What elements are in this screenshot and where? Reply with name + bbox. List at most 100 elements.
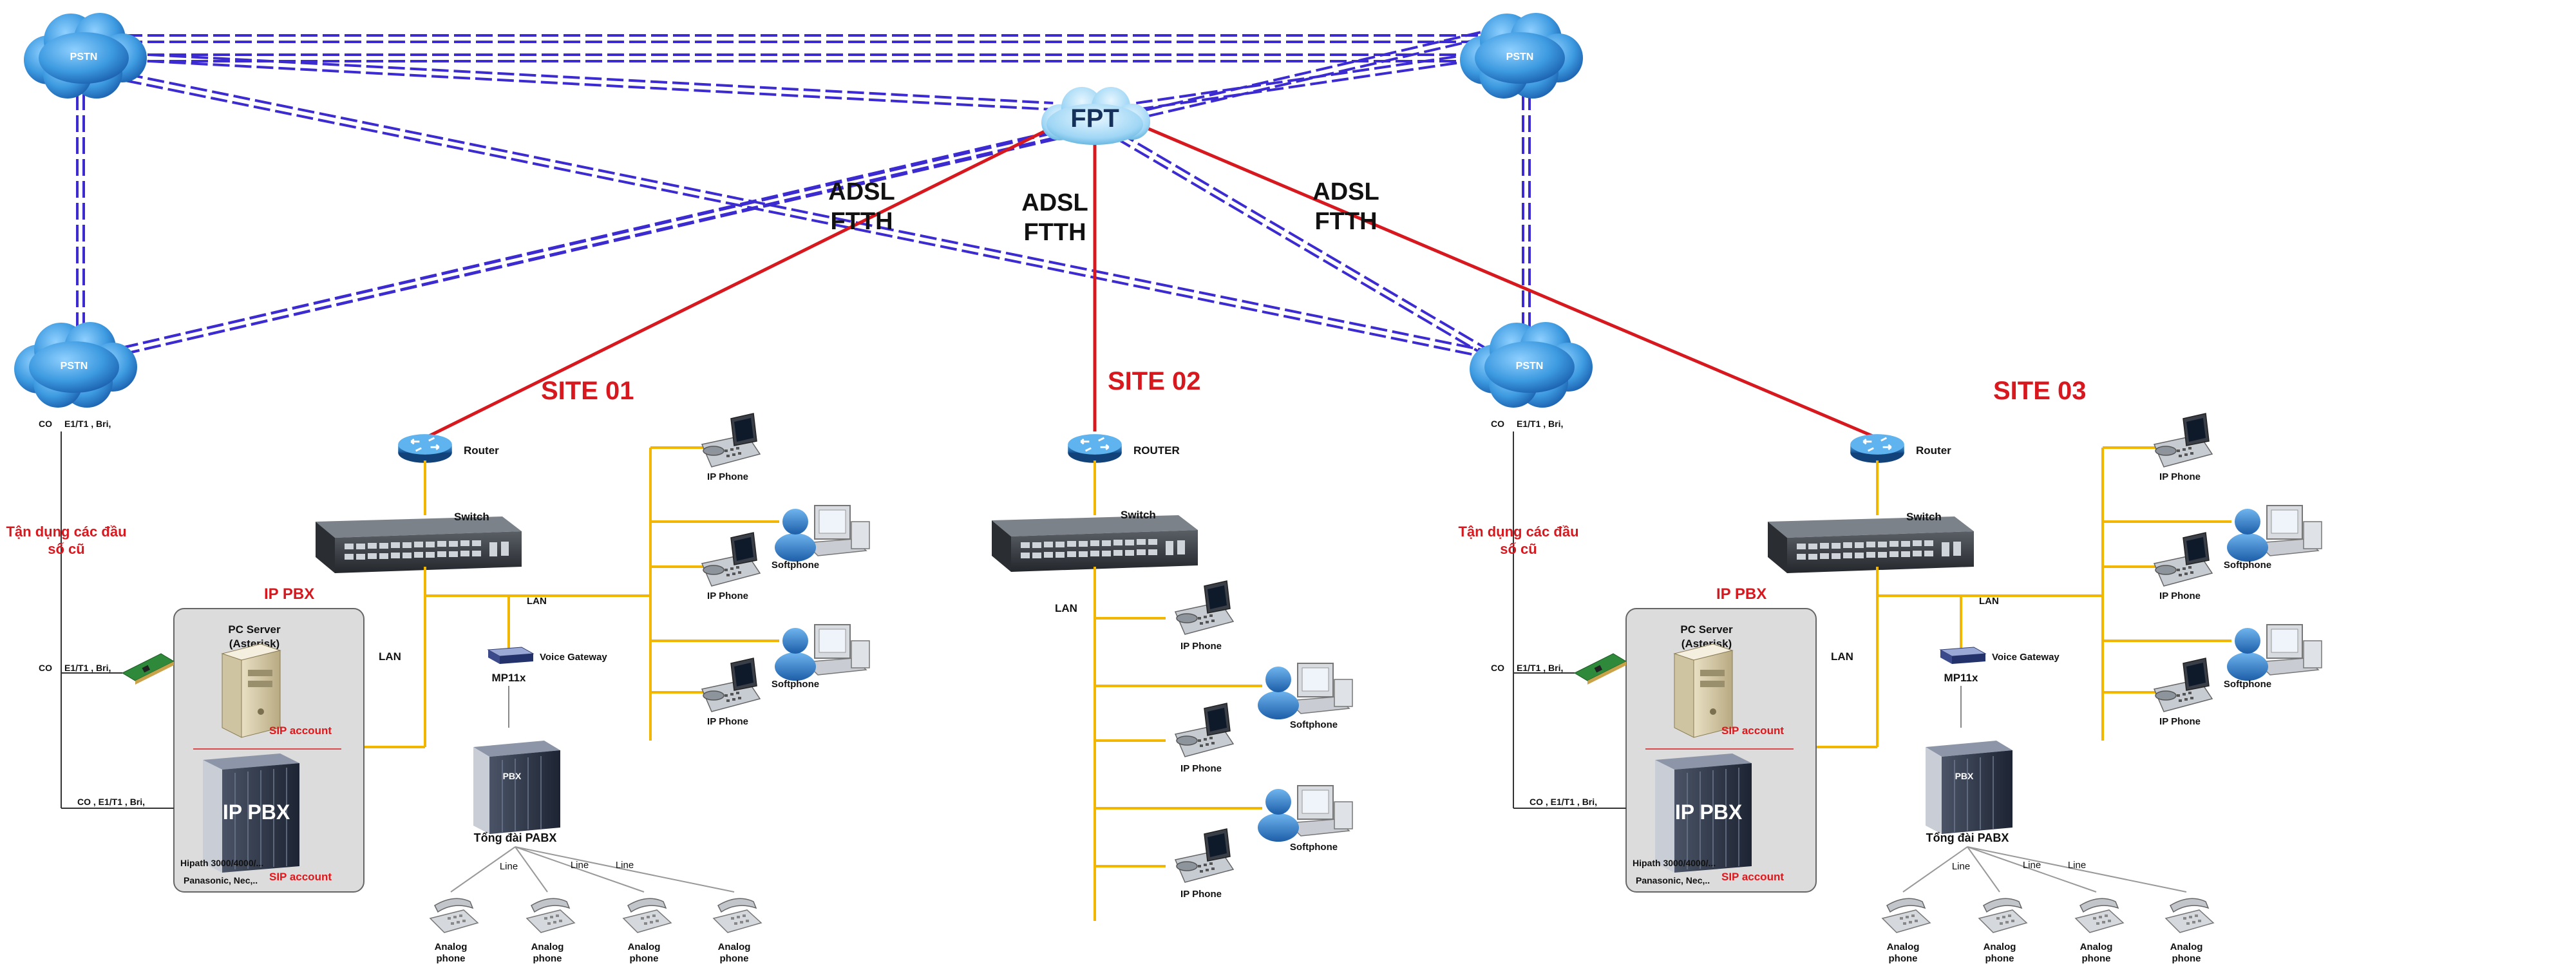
pstn-link-right-vertical (1522, 93, 1531, 328)
wan-label-site1: ADSL FTTH (828, 178, 895, 235)
sip-account-label: SIP account (1721, 724, 1784, 737)
softphone-icon (774, 505, 870, 562)
line-label: Line (2023, 860, 2041, 871)
analog-line (515, 846, 735, 893)
softphone-icon (2226, 505, 2322, 562)
analog-label: phone (2172, 953, 2201, 964)
fpt-cloud: FPT (1041, 87, 1150, 145)
wan-links (424, 120, 1878, 440)
co-label: E1/T1 , Bri, (1517, 419, 1563, 429)
pc-server-label: PC Server (1680, 623, 1733, 636)
co-label: E1/T1 , Bri, (1517, 663, 1563, 673)
analog-label: phone (630, 953, 659, 964)
pstn-link-tl-right (124, 73, 1489, 359)
co-label: CO (39, 663, 52, 673)
pstn-label: PSTN (1516, 361, 1544, 372)
endpoint-label: IP Phone (2159, 716, 2201, 727)
pstn-link-left-vertical (76, 93, 85, 328)
wan-label-site3: ADSL FTTH (1312, 178, 1379, 235)
analog-label: phone (533, 953, 562, 964)
ip-phone-icon (1175, 703, 1234, 757)
ip-phone-icon (701, 413, 761, 468)
wan-link-site3 (1133, 120, 1878, 440)
pstn-link-tl-fpt (125, 52, 1054, 111)
ip-phone-icon (701, 658, 761, 712)
switch-label: Switch (1121, 509, 1156, 521)
endpoint-label: IP Phone (707, 471, 748, 482)
router-icon (1066, 433, 1123, 464)
endpoint-label: IP Phone (1180, 763, 1222, 774)
voice-gateway-icon (1940, 647, 1986, 665)
lan-label: LAN (1831, 650, 1853, 663)
endpoint-label: IP Phone (2159, 591, 2201, 601)
endpoint-label: IP Phone (707, 716, 748, 727)
analog-label: phone (720, 953, 749, 964)
endpoint-label: IP Phone (1180, 641, 1222, 652)
co-label: CO (39, 419, 52, 429)
pstn-link-top (126, 34, 1478, 43)
sip-account-label: SIP account (1721, 871, 1784, 883)
endpoint-label: IP Phone (2159, 471, 2201, 482)
analog-label: Analog (531, 942, 564, 952)
ip-pbx-label: IP PBX (223, 800, 290, 824)
analog-label: phone (2082, 953, 2111, 964)
voice-gateway-icon (488, 647, 534, 665)
reuse-label: Tận dụng các đầu (6, 524, 126, 540)
line-label: Line (571, 860, 589, 871)
svg-text:FTTH: FTTH (830, 208, 893, 235)
pbx-icon (1925, 740, 2013, 835)
analog-phone-icon (2165, 898, 2214, 933)
co-label: CO (1491, 663, 1504, 673)
lan-label: LAN (527, 596, 547, 607)
router-icon (1849, 433, 1906, 464)
svg-text:ADSL: ADSL (1021, 189, 1088, 216)
analog-phone-icon (2075, 898, 2124, 933)
hipath-label: Hipath 3000/4000/... (1633, 858, 1716, 868)
co-label: CO , E1/T1 , Bri, (1530, 797, 1597, 807)
pc-server-label: PC Server (228, 623, 281, 636)
analog-line (1967, 846, 2187, 893)
pstn-cloud-right: PSTN (1470, 322, 1593, 408)
voice-gateway-label: Voice Gateway (540, 652, 607, 663)
router-label: Router (464, 444, 499, 457)
sip-account-label: SIP account (269, 724, 332, 737)
analog-line (1967, 846, 2097, 893)
endpoint-label: IP Phone (707, 591, 748, 601)
ip-phone-icon (2154, 658, 2213, 712)
endpoint-label: Softphone (2224, 560, 2271, 571)
lan-label: LAN (1979, 596, 1999, 607)
wan-label-site2: ADSL FTTH (1021, 189, 1088, 246)
co-label: CO , E1/T1 , Bri, (77, 797, 145, 807)
lan-label: LAN (1055, 602, 1077, 614)
analog-label: Analog (1984, 942, 2016, 952)
ip-phone-icon (1175, 580, 1234, 635)
pbx-icon (473, 740, 561, 835)
ip-phone-icon (2154, 413, 2213, 468)
analog-label: Analog (1887, 942, 1920, 952)
analog-label: phone (1985, 953, 2014, 964)
analog-phone-icon (1882, 898, 1931, 933)
endpoint-label: Softphone (772, 679, 819, 690)
endpoint-label: Softphone (772, 560, 819, 571)
site-title: SITE 02 (1108, 367, 1201, 395)
pstn-label: PSTN (70, 52, 98, 62)
site-title: SITE 03 (1993, 377, 2087, 405)
analog-line (450, 846, 516, 893)
site-title: SITE 01 (541, 377, 634, 405)
svg-text:ADSL: ADSL (828, 178, 895, 205)
hipath-label: Hipath 3000/4000/... (180, 858, 263, 868)
analog-label: Analog (435, 942, 468, 952)
pstn-link-fpt-right (1115, 131, 1503, 365)
ip-pbx-title: IP PBX (1716, 585, 1766, 603)
analog-label: phone (437, 953, 466, 964)
reuse-label: Tận dụng các đầu (1458, 524, 1578, 540)
analog-label: phone (1889, 953, 1918, 964)
pbx-label: PBX (503, 771, 522, 781)
switch-label: Switch (1906, 511, 1942, 523)
endpoint-label: Softphone (1290, 719, 1338, 730)
wan-link-site1 (424, 120, 1064, 440)
hipath-label: Panasonic, Nec,.. (1636, 875, 1710, 886)
analog-phone-icon (1978, 898, 2027, 933)
